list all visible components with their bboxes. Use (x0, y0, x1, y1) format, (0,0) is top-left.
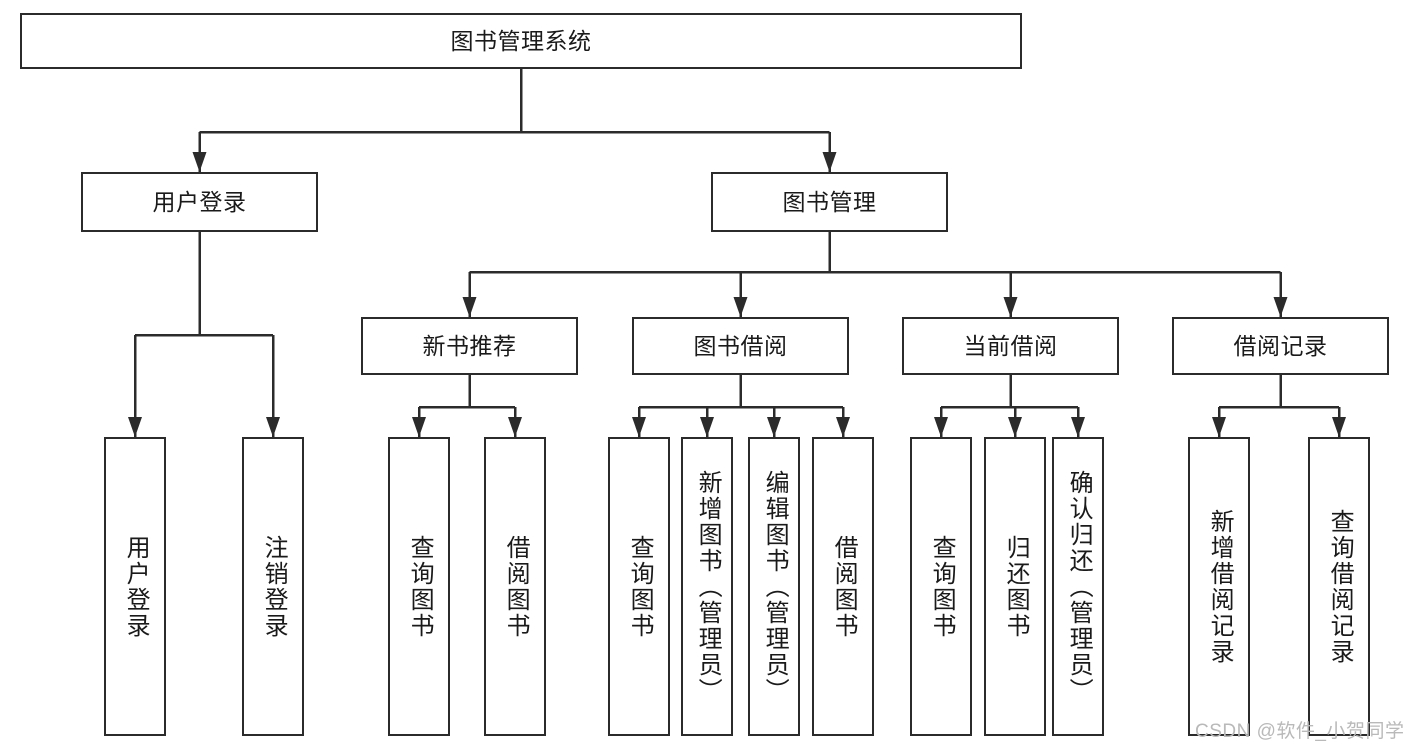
node-label: 借阅图书 (502, 534, 530, 639)
arrowhead (700, 417, 714, 437)
arrowhead (836, 417, 850, 437)
node-leaf-query-book-2[interactable]: 查询图书 (608, 437, 670, 736)
node-label: 编辑图书（管理员） (761, 469, 789, 704)
arrowhead (1332, 417, 1346, 437)
node-label: 新增借阅记录 (1206, 508, 1234, 665)
node-current-borrow[interactable]: 当前借阅 (902, 317, 1119, 375)
node-label: 查询图书 (928, 534, 956, 639)
node-leaf-logout[interactable]: 注销登录 (242, 437, 304, 736)
node-label: 当前借阅 (963, 332, 1058, 359)
arrowhead (1008, 417, 1022, 437)
node-label: 借阅图书 (830, 534, 858, 639)
node-leaf-return-book[interactable]: 归还图书 (984, 437, 1046, 736)
node-label: 图书借阅 (693, 332, 788, 359)
node-label: 查询借阅记录 (1326, 508, 1354, 665)
node-leaf-query-book-3[interactable]: 查询图书 (910, 437, 972, 736)
node-root[interactable]: 图书管理系统 (20, 13, 1022, 69)
node-label: 确认归还（管理员） (1065, 469, 1093, 704)
arrowhead (412, 417, 426, 437)
node-leaf-confirm-return[interactable]: 确认归还（管理员） (1052, 437, 1104, 736)
arrowhead (1273, 297, 1288, 317)
node-label: 查询图书 (406, 534, 434, 639)
node-label: 图书管理系统 (450, 27, 592, 54)
node-user-login[interactable]: 用户登录 (81, 172, 318, 232)
node-leaf-user-login[interactable]: 用户登录 (104, 437, 166, 736)
arrowhead (733, 297, 748, 317)
arrowhead (767, 417, 781, 437)
watermark-text: CSDN @软件_小贺同学 (1195, 721, 1405, 742)
arrowhead (1003, 297, 1018, 317)
node-label: 图书管理 (782, 188, 877, 215)
node-book-borrow[interactable]: 图书借阅 (632, 317, 849, 375)
node-leaf-query-book-1[interactable]: 查询图书 (388, 437, 450, 736)
arrowhead (934, 417, 948, 437)
node-label: 新书推荐 (422, 332, 517, 359)
node-label: 归还图书 (1002, 534, 1030, 639)
node-label: 用户登录 (152, 188, 247, 215)
arrowhead (1212, 417, 1226, 437)
arrowhead (128, 417, 142, 437)
arrowhead (1071, 417, 1085, 437)
arrowhead (462, 297, 477, 317)
node-leaf-add-record[interactable]: 新增借阅记录 (1188, 437, 1250, 736)
node-label: 新增图书（管理员） (694, 469, 722, 704)
node-leaf-borrow-book-1[interactable]: 借阅图书 (484, 437, 546, 736)
arrowhead (822, 152, 837, 172)
arrowhead (508, 417, 522, 437)
node-leaf-add-book[interactable]: 新增图书（管理员） (681, 437, 733, 736)
node-new-book-rec[interactable]: 新书推荐 (361, 317, 578, 375)
arrowhead (192, 152, 207, 172)
node-label: 注销登录 (260, 534, 288, 639)
node-leaf-borrow-book-2[interactable]: 借阅图书 (812, 437, 874, 736)
node-label: 查询图书 (626, 534, 654, 639)
node-label: 用户登录 (122, 534, 150, 639)
node-leaf-query-record[interactable]: 查询借阅记录 (1308, 437, 1370, 736)
node-leaf-edit-book[interactable]: 编辑图书（管理员） (748, 437, 800, 736)
arrowhead (266, 417, 280, 437)
node-label: 借阅记录 (1233, 332, 1328, 359)
arrowhead (632, 417, 646, 437)
node-book-manage[interactable]: 图书管理 (711, 172, 948, 232)
node-borrow-record[interactable]: 借阅记录 (1172, 317, 1389, 375)
